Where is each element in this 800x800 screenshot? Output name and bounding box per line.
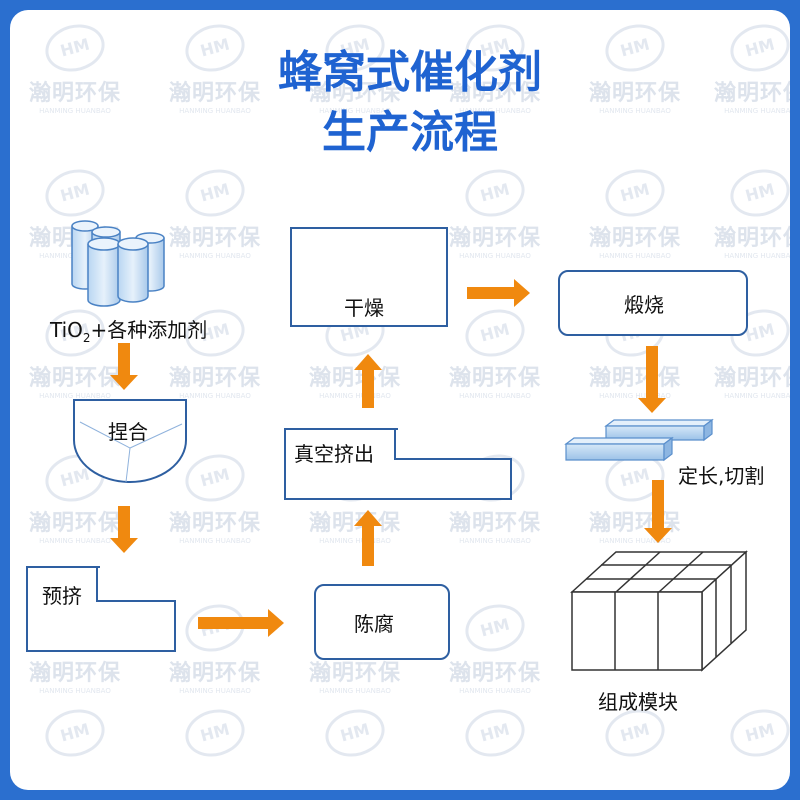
mixer-bowl-icon bbox=[73, 399, 187, 483]
pre-extrude-box-ext bbox=[98, 600, 176, 652]
calcine-box bbox=[558, 270, 748, 336]
mix-label: 捏合 bbox=[108, 420, 148, 444]
title-line-2: 生产流程 bbox=[322, 107, 498, 158]
module-block-icon bbox=[570, 550, 748, 672]
cylinders-icon bbox=[71, 220, 165, 307]
raw-material-label: TiO2+各种添加剂 bbox=[50, 318, 208, 345]
arrow-icon bbox=[110, 279, 672, 637]
cut-label: 定长,切割 bbox=[678, 464, 765, 488]
dry-label: 干燥 bbox=[344, 296, 384, 320]
pre-extrude-box bbox=[26, 566, 100, 652]
pre-extrude-label: 预挤 bbox=[42, 584, 82, 608]
pre-extrude-notch bbox=[96, 566, 98, 602]
vacuum-extrude-box-ext bbox=[396, 458, 512, 500]
assemble-label: 组成模块 bbox=[598, 690, 678, 714]
flow-graphics bbox=[31, 220, 748, 672]
aging-box bbox=[314, 584, 450, 660]
dryer-box bbox=[290, 227, 448, 327]
aging-label: 陈腐 bbox=[354, 612, 394, 636]
vacuum-extrude-label: 真空挤出 bbox=[294, 442, 374, 466]
title-line-1: 蜂窝式催化剂 bbox=[278, 47, 542, 98]
calcine-label: 煅烧 bbox=[624, 293, 664, 317]
vacuum-extrude-notch bbox=[394, 428, 396, 460]
honeycomb-bars-icon bbox=[564, 418, 714, 462]
vacuum-extrude-box bbox=[284, 428, 398, 500]
